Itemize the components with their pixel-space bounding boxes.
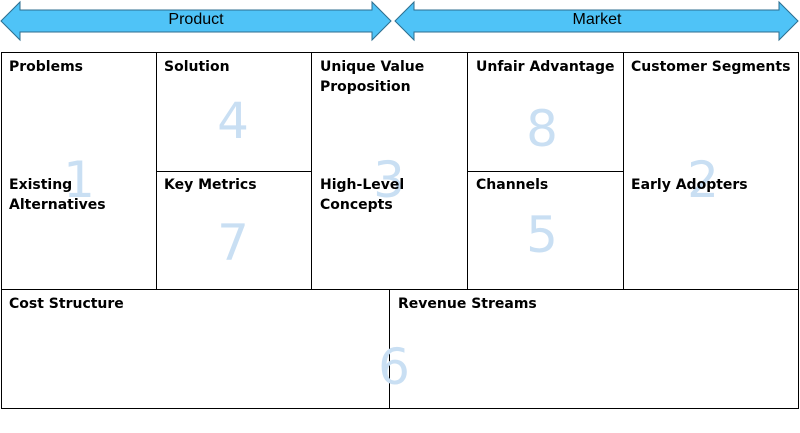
channels-title: Channels	[476, 177, 549, 193]
problems-number: 1	[63, 151, 95, 209]
key-metrics-box	[156, 171, 312, 290]
early-adopters-title: Early Adopters	[631, 177, 748, 193]
key-metrics-number: 7	[217, 214, 249, 272]
problems-box	[1, 52, 157, 290]
channels-number: 5	[526, 206, 558, 264]
unfair-advantage-title: Unfair Advantage	[476, 59, 615, 75]
high-level-concepts-title: High-Level Concepts	[320, 177, 405, 213]
cost-structure-title: Cost Structure	[9, 296, 124, 312]
product-arrow: Product	[0, 0, 392, 42]
cost-revenue-number: 6	[378, 338, 410, 396]
existing-alternatives-title: Existing Alternatives	[9, 177, 106, 213]
market-label: Market	[572, 11, 622, 28]
solution-title: Solution	[164, 59, 230, 75]
problems-title: Problems	[9, 59, 84, 75]
market-arrow: Market	[394, 0, 800, 42]
key-metrics-title: Key Metrics	[164, 177, 257, 193]
uvp-box	[311, 52, 468, 290]
solution-number: 4	[217, 92, 249, 150]
customer-segments-number: 2	[687, 151, 719, 209]
unfair-advantage-number: 8	[526, 100, 558, 158]
customer-segments-title: Customer Segments	[631, 59, 791, 75]
revenue-streams-title: Revenue Streams	[398, 296, 537, 312]
revenue-streams-box	[389, 289, 799, 409]
cost-structure-box	[1, 289, 390, 409]
market-arrow-shape	[394, 0, 799, 42]
uvp-title: Unique Value Proposition	[320, 59, 425, 95]
uvp-number: 3	[373, 151, 405, 209]
unfair-advantage-box	[467, 52, 624, 172]
product-label: Product	[168, 11, 224, 28]
customer-segments-box	[623, 52, 799, 290]
product-arrow-shape	[0, 0, 392, 42]
